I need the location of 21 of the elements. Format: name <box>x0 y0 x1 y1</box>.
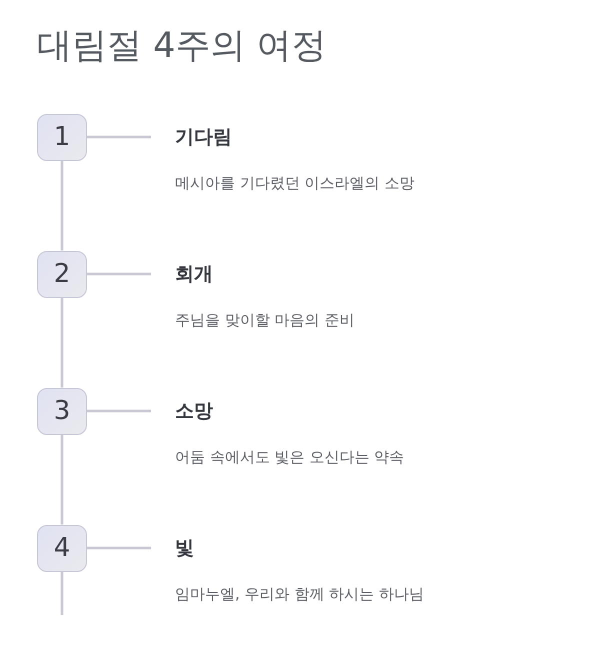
timeline-line <box>60 160 64 250</box>
connector-line <box>87 546 151 550</box>
step-heading: 소망 <box>175 399 213 424</box>
step-number-box: 4 <box>37 524 87 572</box>
step-heading: 회개 <box>175 262 213 287</box>
step-description: 주님을 맞이할 마음의 준비 <box>175 310 354 331</box>
timeline-line <box>60 572 64 615</box>
step-number-box: 1 <box>37 114 87 160</box>
step-number-box: 2 <box>37 250 87 298</box>
step-heading: 빛 <box>175 536 194 561</box>
step-description: 어둠 속에서도 빛은 오신다는 약속 <box>175 447 404 468</box>
connector-line <box>87 410 151 412</box>
step-number-box: 3 <box>37 388 87 434</box>
step-description: 임마누엘, 우리와 함께 하시는 하나님 <box>175 584 424 605</box>
title: 대림절 4주의 여정 <box>37 25 327 68</box>
connector-line <box>87 272 151 276</box>
timeline-line <box>60 298 64 388</box>
step-heading: 기다림 <box>175 125 232 150</box>
timeline-line <box>60 434 64 524</box>
connector-line <box>87 136 151 138</box>
step-description: 메시아를 기다렸던 이스라엘의 소망 <box>175 173 414 194</box>
